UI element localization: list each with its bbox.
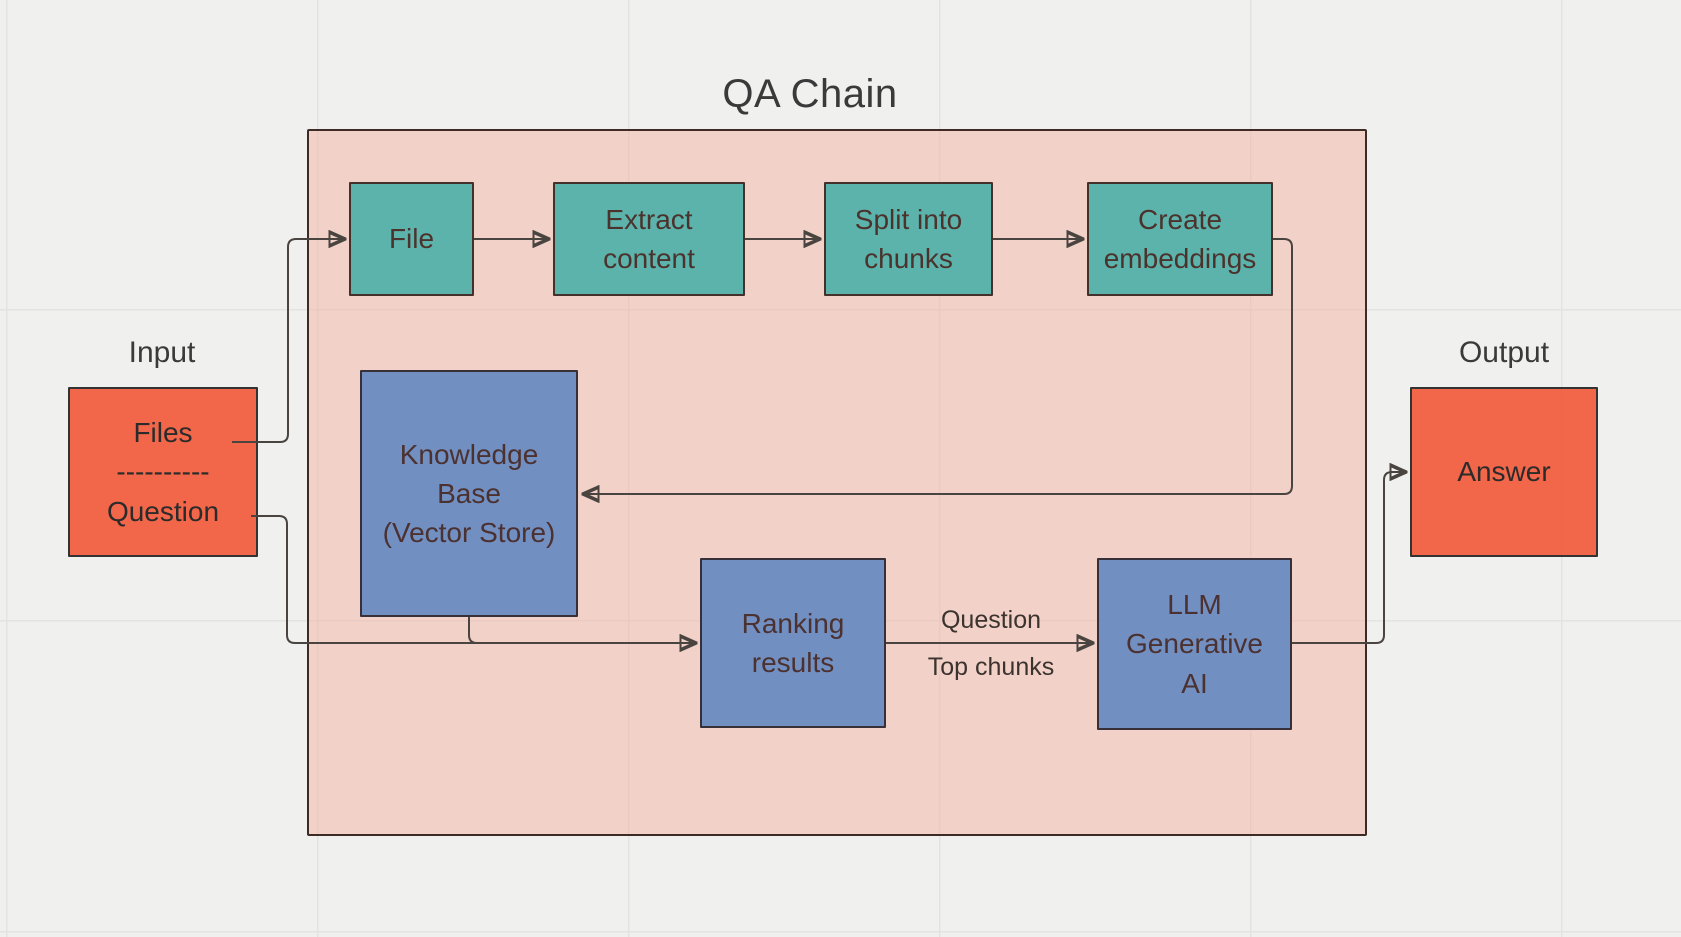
node-extract-content-label-line2: content [603, 243, 695, 274]
node-answer[interactable]: Answer [1410, 387, 1598, 557]
node-llm-label-line3: AI [1181, 667, 1208, 699]
node-input[interactable]: Files ---------- Question [68, 387, 258, 557]
node-knowledge-base-label-line2: Base [437, 477, 501, 509]
input-label: Input [128, 336, 196, 369]
node-split-into-chunks-label-line2: chunks [864, 243, 953, 274]
node-llm-label-line1: LLM [1167, 589, 1222, 621]
node-llm-label-line2: Generative [1126, 628, 1263, 660]
node-answer-label: Answer [1457, 456, 1551, 488]
node-ranking-results-label-line2: results [751, 647, 835, 678]
node-knowledge-base-label-line1: Knowledge [399, 438, 539, 470]
input-question-label: Question [106, 495, 220, 527]
node-split-into-chunks-label-line1: Split into [854, 203, 963, 235]
node-file-label: File [388, 223, 435, 255]
node-create-embeddings-label-line1: Create [1137, 203, 1223, 235]
input-divider-dashes: ---------- [116, 456, 210, 488]
node-llm-generative-ai[interactable]: LLM Generative AI [1097, 558, 1292, 730]
node-ranking-results-label-line1: Ranking [741, 607, 845, 639]
node-file[interactable]: File [349, 182, 474, 296]
node-extract-content-label-line1: Extract [605, 203, 693, 235]
qa-chain-title: QA Chain [722, 72, 898, 116]
edge-label-top-chunks: Top chunks [927, 653, 1055, 681]
node-split-into-chunks[interactable]: Split into chunks [824, 182, 993, 296]
node-ranking-results[interactable]: Ranking results [700, 558, 886, 728]
input-files-label: Files [133, 417, 193, 449]
node-create-embeddings[interactable]: Create embeddings [1087, 182, 1273, 296]
node-create-embeddings-label-line2: embeddings [1103, 243, 1257, 274]
node-knowledge-base-label-line3: (Vector Store) [382, 517, 556, 549]
node-knowledge-base[interactable]: Knowledge Base (Vector Store) [360, 370, 578, 617]
output-label: Output [1458, 336, 1550, 369]
edge-label-question: Question [940, 606, 1042, 634]
node-extract-content[interactable]: Extract content [553, 182, 745, 296]
